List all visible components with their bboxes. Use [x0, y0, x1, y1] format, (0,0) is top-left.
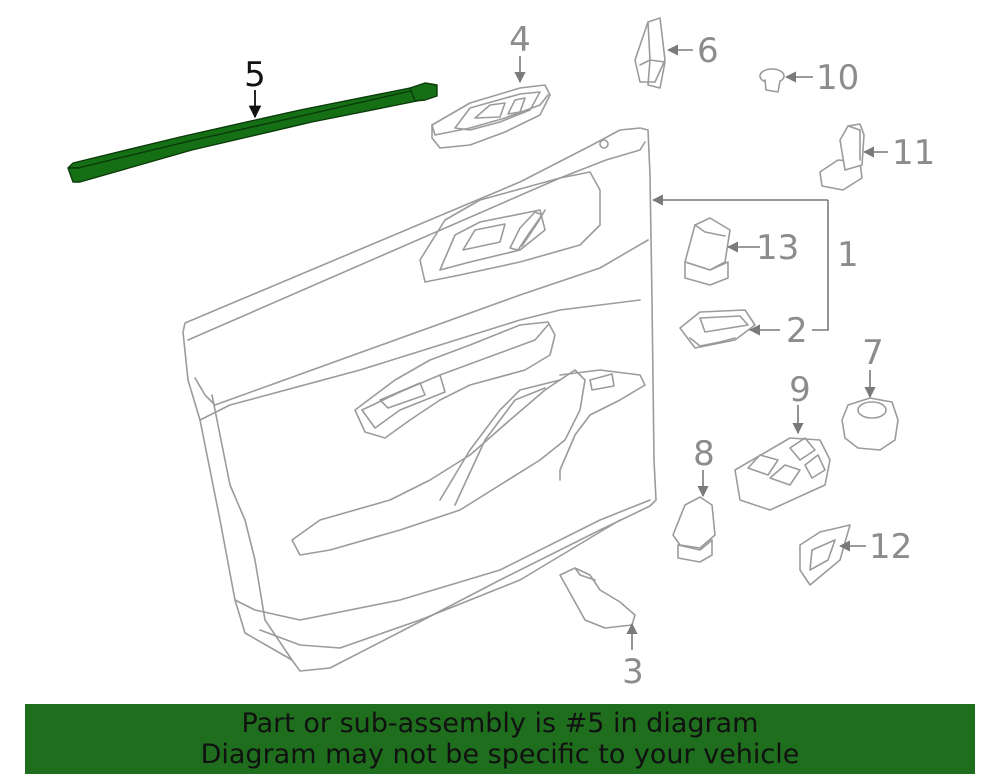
- banner-line-1: Part or sub-assembly is #5 in diagram: [241, 708, 759, 739]
- door-trim-panel-part-1: [182, 127, 657, 672]
- callout-3: 3: [622, 652, 644, 692]
- info-banner: Part or sub-assembly is #5 in diagram Di…: [25, 704, 975, 774]
- callout-7: 7: [862, 333, 884, 373]
- clip-part-6: [634, 17, 666, 89]
- window-switch-part-9: [734, 437, 831, 511]
- callout-2: 2: [786, 311, 808, 351]
- banner-line-2: Diagram may not be specific to your vehi…: [200, 739, 800, 770]
- callout-6: 6: [697, 31, 719, 71]
- callout-4: 4: [509, 20, 531, 60]
- end-cap-part-3: [559, 567, 636, 629]
- callout-13: 13: [756, 228, 799, 268]
- push-pin-part-10: [759, 68, 785, 93]
- switch-part-8: [672, 496, 716, 563]
- callout-1: 1: [837, 235, 859, 275]
- leader-lines: [248, 44, 888, 650]
- callout-9: 9: [789, 370, 811, 410]
- switch-part-11: [819, 123, 865, 191]
- callout-12: 12: [869, 527, 912, 567]
- switch-housing-part-2: [679, 309, 756, 349]
- callout-10: 10: [816, 58, 859, 98]
- knob-part-7: [841, 397, 899, 451]
- bracket-part-12: [799, 524, 851, 586]
- callout-5: 5: [244, 55, 266, 95]
- switch-part-13: [684, 217, 731, 286]
- switch-bezel-part-4: [431, 84, 551, 149]
- callout-11: 11: [892, 133, 935, 173]
- callout-8: 8: [693, 434, 715, 474]
- belt-molding-part-5[interactable]: [67, 82, 438, 183]
